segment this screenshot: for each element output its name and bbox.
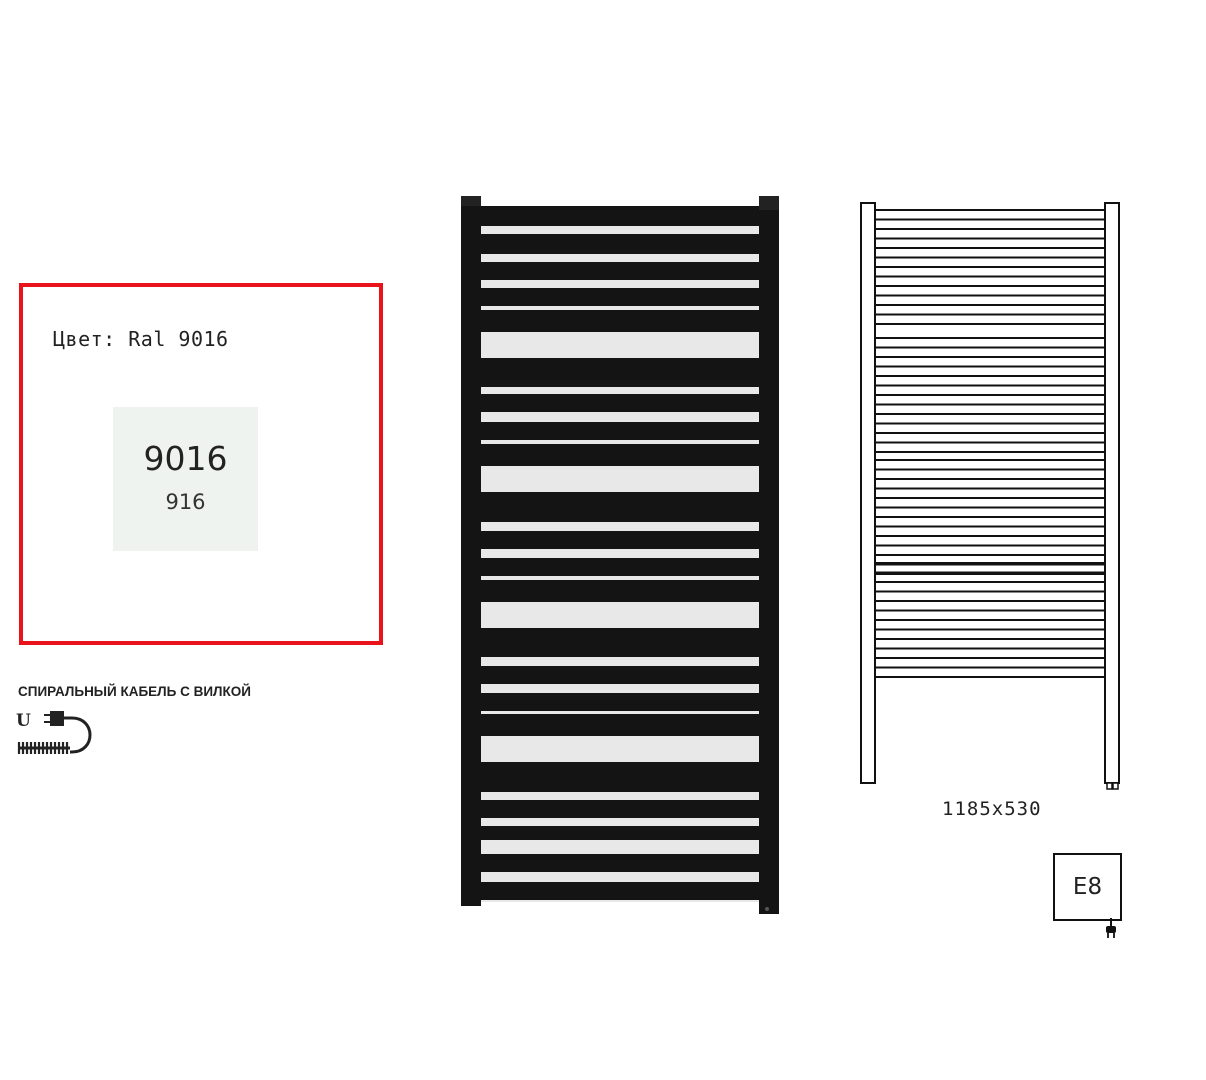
- radiator-technical-drawing: [860, 202, 1120, 790]
- cable-title: СПИРАЛЬНЫЙ КАБЕЛЬ С ВИЛКОЙ: [18, 684, 251, 699]
- electric-plug-icon: [1106, 918, 1116, 938]
- swatch-code: 9016: [143, 439, 228, 478]
- spiral-cable-plug-icon: U: [16, 711, 92, 754]
- color-label: Цвет: Ral 9016: [53, 327, 229, 351]
- color-swatch: 9016 916: [113, 407, 258, 551]
- e8-badge: E8: [1053, 853, 1122, 921]
- radiator-product-image: [461, 196, 779, 914]
- color-panel: Цвет: Ral 9016 9016 916: [19, 283, 383, 645]
- cable-icon-letter: U: [16, 711, 31, 731]
- dimensions-label: 1185x530: [942, 798, 1042, 820]
- swatch-sub-code: 916: [165, 490, 206, 514]
